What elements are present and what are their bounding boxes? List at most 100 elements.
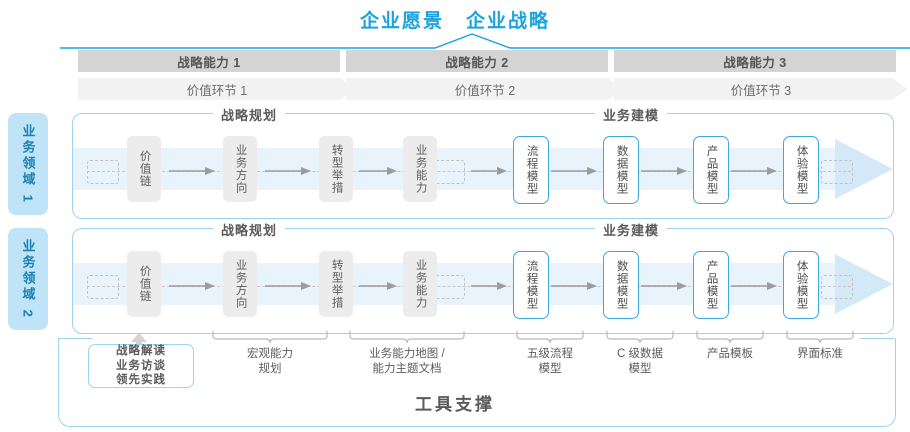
capability-bar-row: 战略能力 1 战略能力 2 战略能力 3 (78, 50, 896, 72)
node-label: 产品模型 (705, 260, 718, 310)
node-label: 业务能力 (414, 259, 427, 309)
node-experience-model-2[interactable]: 体验模型 (783, 251, 819, 319)
tool-support-frame-top-right (860, 338, 894, 339)
capability-bar-2: 战略能力 2 (346, 50, 608, 72)
brace-icon-6 (786, 331, 854, 344)
brace-icon-5 (696, 331, 764, 344)
node-value-chain-1[interactable]: 价值链 (127, 136, 161, 202)
bottom-label-1-line2: 规划 (258, 362, 282, 375)
brace-icon-2 (349, 331, 465, 344)
node-data-model-1[interactable]: 数据模型 (603, 136, 639, 204)
slot-mid-2 (433, 275, 465, 299)
bottom-label-5-line1: 产品模板 (707, 348, 753, 360)
slot-mid-1 (433, 160, 465, 184)
bottom-label-3-line1: 五级流程 (527, 348, 573, 360)
slot-start-1 (87, 160, 119, 184)
bottom-label-3-line2: 模型 (538, 362, 562, 375)
node-business-capability-2[interactable]: 业务能力 (403, 251, 437, 317)
node-experience-model-1[interactable]: 体验模型 (783, 136, 819, 204)
value-segment-row: 价值环节 1 价值环节 2 价值环节 3 (78, 78, 908, 100)
node-label: 转型举措 (330, 144, 343, 194)
section-title-planning-2: 战略规划 (213, 220, 286, 239)
tool-support-title: 工具支撑 (415, 395, 495, 414)
arrow-icon-2e (551, 282, 597, 290)
node-label: 体验模型 (795, 145, 808, 195)
domain-row-2: 战略规划 业务建模 价值链 业务方向 转型举措 业务能力 流程模型 数据模型 产… (72, 220, 894, 334)
bottom-label-2: 业务能力地图 / 能力主题文档 (342, 347, 472, 377)
brace-icon-4 (606, 331, 674, 344)
node-business-direction-1[interactable]: 业务方向 (223, 136, 257, 202)
strategy-input-line-1: 战略解读 (116, 345, 166, 358)
arrow-icon-1e (551, 167, 597, 175)
arrow-icon-1a (169, 167, 215, 175)
arrow-icon-1b (265, 167, 311, 175)
domain-2-label: 业务领域 2 (20, 238, 36, 320)
domain-1-label: 业务领域 1 (20, 123, 36, 205)
sidebar-item-domain-2[interactable]: 业务领域 2 (8, 228, 48, 330)
node-transformation-measures-2[interactable]: 转型举措 (319, 251, 353, 317)
vision-word-1: 企业愿景 (359, 10, 444, 32)
node-business-direction-2[interactable]: 业务方向 (223, 251, 257, 317)
node-label: 业务方向 (234, 144, 247, 194)
strategy-input-line-3: 领先实践 (116, 374, 166, 387)
arrow-icon-2a (169, 282, 215, 290)
bottom-label-4-line2: 模型 (628, 362, 652, 375)
node-process-model-2[interactable]: 流程模型 (513, 251, 549, 319)
arrow-icon-2b (265, 282, 311, 290)
brace-icon-1 (212, 331, 328, 344)
slot-start-2 (87, 275, 119, 299)
node-process-model-1[interactable]: 流程模型 (513, 136, 549, 204)
node-label: 数据模型 (615, 145, 628, 195)
arrow-icon-1c (359, 167, 397, 175)
node-label: 体验模型 (795, 260, 808, 310)
node-label: 产品模型 (705, 145, 718, 195)
arrow-icon-2c (359, 282, 397, 290)
vision-headline: 企业愿景 企业战略 (0, 4, 910, 34)
node-label: 数据模型 (615, 260, 628, 310)
vision-word-2: 企业战略 (466, 10, 551, 32)
capability-bar-3: 战略能力 3 (614, 50, 896, 72)
node-label: 业务能力 (414, 144, 427, 194)
brace-icon-3 (516, 331, 584, 344)
section-title-planning-1: 战略规划 (213, 105, 286, 124)
section-title-modeling-1: 业务建模 (595, 105, 668, 124)
node-transformation-measures-1[interactable]: 转型举措 (319, 136, 353, 202)
capability-bar-1: 战略能力 1 (78, 50, 340, 72)
bottom-label-6-line1: 界面标准 (797, 348, 843, 360)
bottom-label-1-line1: 宏观能力 (247, 348, 293, 360)
bottom-label-1: 宏观能力 规划 (211, 347, 329, 377)
node-label: 价值链 (138, 150, 151, 188)
node-data-model-2[interactable]: 数据模型 (603, 251, 639, 319)
value-segment-2: 价值环节 2 (346, 78, 624, 100)
bottom-label-4: C 级数据 模型 (605, 347, 675, 377)
node-business-capability-1[interactable]: 业务能力 (403, 136, 437, 202)
value-segment-1: 价值环节 1 (78, 78, 356, 100)
section-title-modeling-2: 业务建模 (595, 220, 668, 239)
bottom-label-2-line2: 能力主题文档 (372, 362, 442, 375)
arrow-icon-1f (641, 167, 687, 175)
node-value-chain-2[interactable]: 价值链 (127, 251, 161, 317)
bottom-label-6: 界面标准 (785, 347, 855, 362)
node-product-model-1[interactable]: 产品模型 (693, 136, 729, 204)
node-product-model-2[interactable]: 产品模型 (693, 251, 729, 319)
bottom-label-4-line1: C 级数据 (617, 348, 663, 360)
value-segment-3: 价值环节 3 (614, 78, 908, 100)
arrow-icon-1d (471, 167, 507, 175)
bottom-label-5: 产品模板 (695, 347, 765, 362)
strategy-input-box[interactable]: 战略解读 业务访谈 领先实践 (88, 344, 194, 388)
arrow-icon-2f (641, 282, 687, 290)
node-label: 流程模型 (525, 260, 538, 310)
domain-row-1: 战略规划 业务建模 价值链 业务方向 转型举措 业务能力 流程模型 数据模型 产… (72, 105, 894, 219)
sidebar-item-domain-1[interactable]: 业务领域 1 (8, 113, 48, 215)
dashed-track-1 (87, 171, 851, 172)
bottom-label-2-line1: 业务能力地图 / (369, 348, 445, 360)
arrow-icon-2g (731, 282, 777, 290)
tool-support-frame (58, 338, 896, 427)
dashed-track-2 (87, 286, 851, 287)
node-label: 转型举措 (330, 259, 343, 309)
node-label: 流程模型 (525, 145, 538, 195)
roof-line-icon (60, 33, 910, 49)
strategy-input-line-2: 业务访谈 (116, 359, 166, 372)
slot-end-1 (821, 160, 853, 184)
